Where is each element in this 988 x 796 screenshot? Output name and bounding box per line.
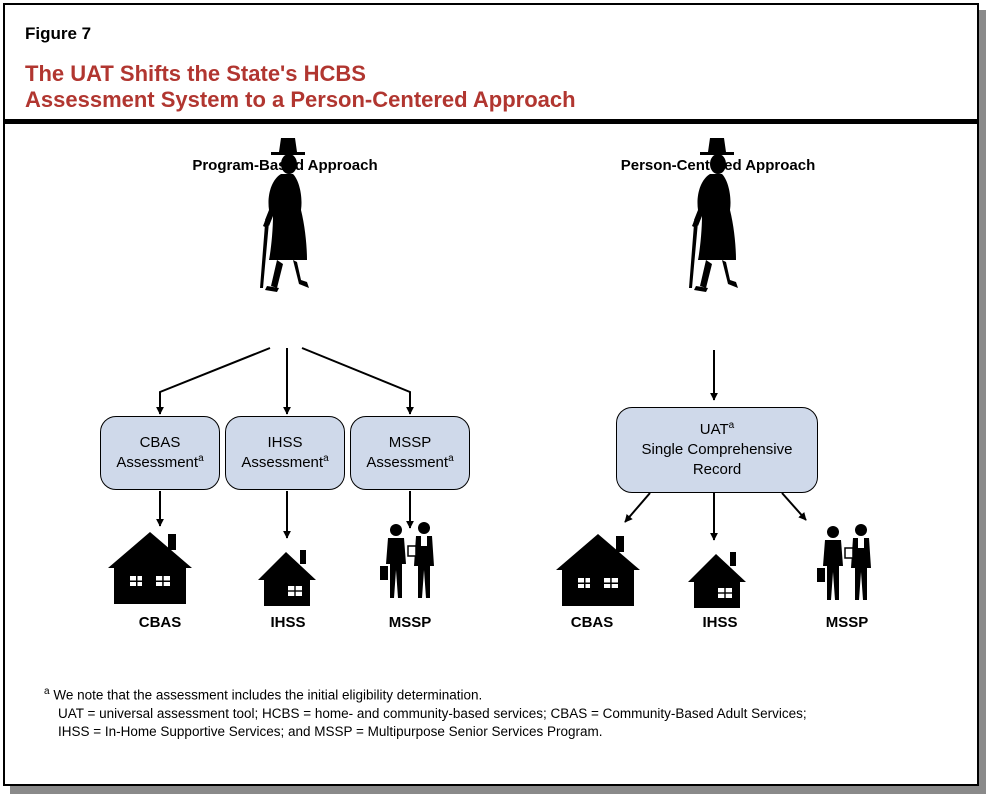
title-line-2: Assessment System to a Person-Centered A… bbox=[25, 87, 576, 112]
mssp-assessment-box: MSSP Assessmenta bbox=[350, 416, 470, 490]
box-line-2: Assessmenta bbox=[366, 453, 454, 472]
uat-record-box: UATa Single Comprehensive Record bbox=[616, 407, 818, 493]
footnote-a: a We note that the assessment includes t… bbox=[44, 686, 483, 703]
abbreviations-line-1: UAT = universal assessment tool; HCBS = … bbox=[58, 705, 807, 721]
left-outcome-mssp: MSSP bbox=[388, 614, 432, 631]
left-ihss-house-icon bbox=[258, 550, 316, 606]
footnotes: a We note that the assessment includes t… bbox=[44, 683, 807, 741]
right-outcome-mssp: MSSP bbox=[825, 614, 869, 631]
box-line-2: Assessmenta bbox=[241, 453, 329, 472]
abbreviations-line-2: IHSS = In-Home Supportive Services; and … bbox=[58, 723, 603, 739]
box-line-2: Assessmenta bbox=[116, 453, 204, 472]
figure-frame: Figure 7 The UAT Shifts the State's HCBS… bbox=[3, 3, 979, 786]
figure-title: The UAT Shifts the State's HCBS Assessme… bbox=[25, 61, 576, 113]
right-outcome-cbas: CBAS bbox=[570, 614, 614, 631]
title-line-1: The UAT Shifts the State's HCBS bbox=[25, 61, 366, 86]
box-line-1: IHSS bbox=[267, 434, 303, 451]
left-outcome-ihss: IHSS bbox=[270, 614, 306, 631]
left-cbas-house-icon bbox=[108, 532, 192, 604]
left-mssp-professionals-icon bbox=[379, 521, 435, 599]
left-arrows bbox=[156, 347, 414, 539]
box-line-1: UATa bbox=[699, 420, 735, 439]
box-line-1: MSSP bbox=[388, 434, 432, 451]
cbas-assessment-box: CBAS Assessmenta bbox=[100, 416, 220, 490]
right-ihss-house-icon bbox=[688, 552, 746, 608]
right-heading: Person-Centered Approach bbox=[620, 157, 816, 174]
title-rule bbox=[5, 119, 977, 124]
left-outcome-cbas: CBAS bbox=[138, 614, 182, 631]
right-arrows bbox=[624, 350, 807, 541]
figure-label: Figure 7 bbox=[25, 24, 92, 43]
right-mssp-professionals-icon bbox=[816, 523, 872, 601]
right-cbas-house-icon bbox=[556, 534, 640, 606]
ihss-assessment-box: IHSS Assessmenta bbox=[225, 416, 345, 490]
box-line-1: CBAS bbox=[139, 434, 181, 451]
box-line-2: Single Comprehensive bbox=[641, 441, 793, 458]
right-outcome-ihss: IHSS bbox=[702, 614, 738, 631]
left-heading: Program-Based Approach bbox=[192, 157, 378, 174]
box-line-3: Record bbox=[692, 461, 742, 478]
